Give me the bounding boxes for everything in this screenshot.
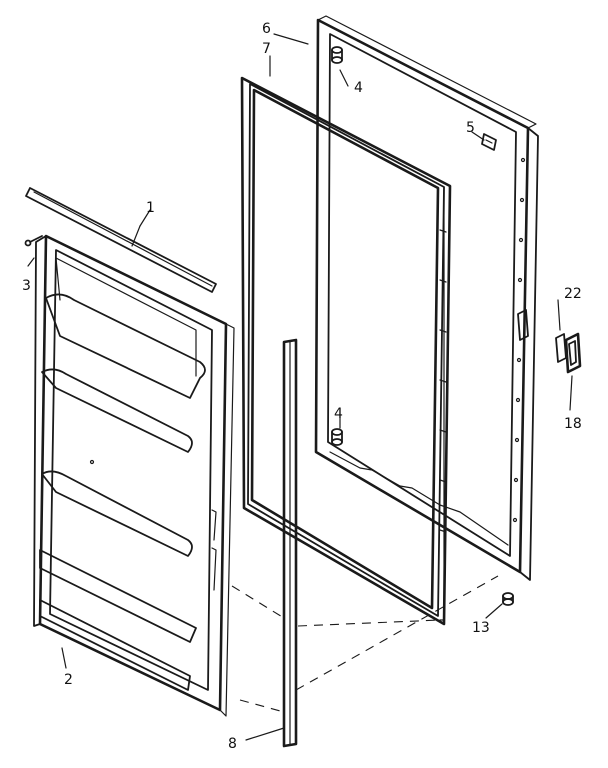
callout-22: 22 xyxy=(564,286,582,302)
callout-8: 8 xyxy=(228,736,237,752)
assembly-guide-lines xyxy=(231,575,499,713)
leader-lines xyxy=(27,33,573,741)
vertical-trim-strip xyxy=(282,338,298,748)
door-handle xyxy=(564,332,582,374)
callout-4-top: 4 xyxy=(354,80,363,96)
door-gasket xyxy=(240,76,452,626)
mounting-screw xyxy=(24,235,43,247)
handle-mount-slot xyxy=(517,309,529,341)
callout-1: 1 xyxy=(146,200,155,216)
callout-13: 13 xyxy=(472,620,490,636)
callout-18: 18 xyxy=(564,416,582,432)
outer-door-panel xyxy=(314,15,539,581)
callout-7: 7 xyxy=(262,41,271,57)
hinge-bushing-bottom xyxy=(331,428,343,446)
door-stop-bracket xyxy=(481,133,497,151)
callout-6: 6 xyxy=(262,21,271,37)
inner-door-liner xyxy=(33,234,235,717)
callout-3: 3 xyxy=(22,278,31,294)
bottom-hinge-pin xyxy=(502,592,514,606)
callout-5: 5 xyxy=(466,120,475,136)
handle-insert xyxy=(555,333,567,363)
top-trim-strip xyxy=(25,187,217,293)
hinge-bushing-top xyxy=(331,46,343,64)
callout-4-bottom: 4 xyxy=(334,406,343,422)
callout-2: 2 xyxy=(64,672,73,688)
